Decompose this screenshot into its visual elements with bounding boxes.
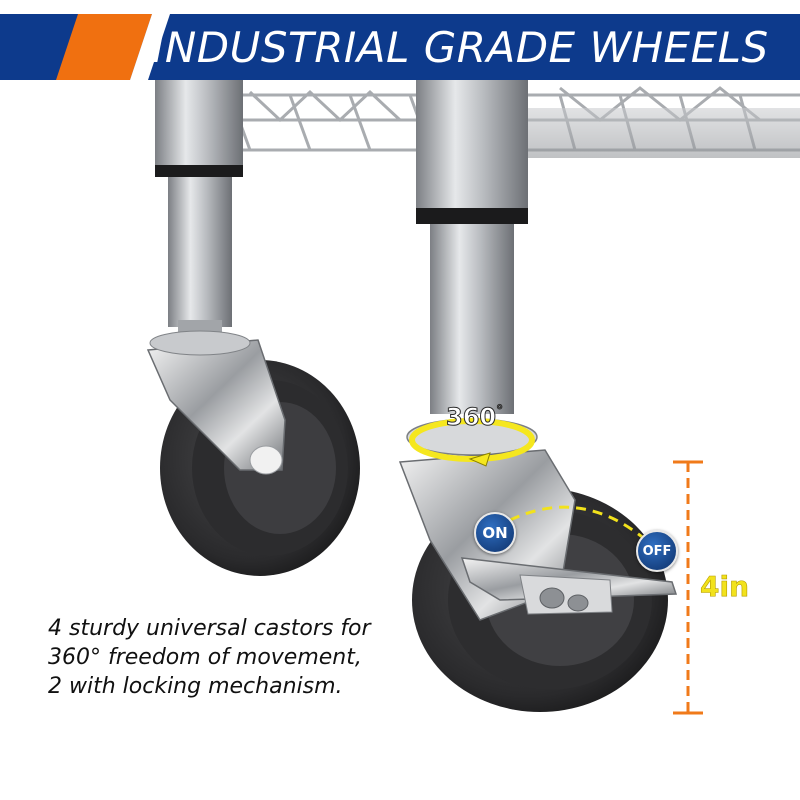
banner-title: INDUSTRIAL GRADE WHEELS <box>152 22 769 72</box>
feature-caption: 4 sturdy universal castors for 360° free… <box>48 614 428 701</box>
caption-line-2: 360° freedom of movement, <box>48 645 362 670</box>
lock-off-badge: OFF <box>636 530 678 572</box>
height-label: 4in <box>700 570 750 604</box>
caption-line-3: 2 with locking mechanism. <box>48 674 343 699</box>
rotation-label: 360° <box>445 403 504 432</box>
title-banner <box>0 14 800 80</box>
rotation-arrow-icon <box>409 418 535 467</box>
caption-line-1: 4 sturdy universal castors for <box>48 616 371 641</box>
height-dimension <box>673 460 703 715</box>
lock-on-badge: ON <box>474 512 516 554</box>
rotation-degree-mark: ° <box>496 403 504 420</box>
rotation-value: 360 <box>445 403 497 432</box>
